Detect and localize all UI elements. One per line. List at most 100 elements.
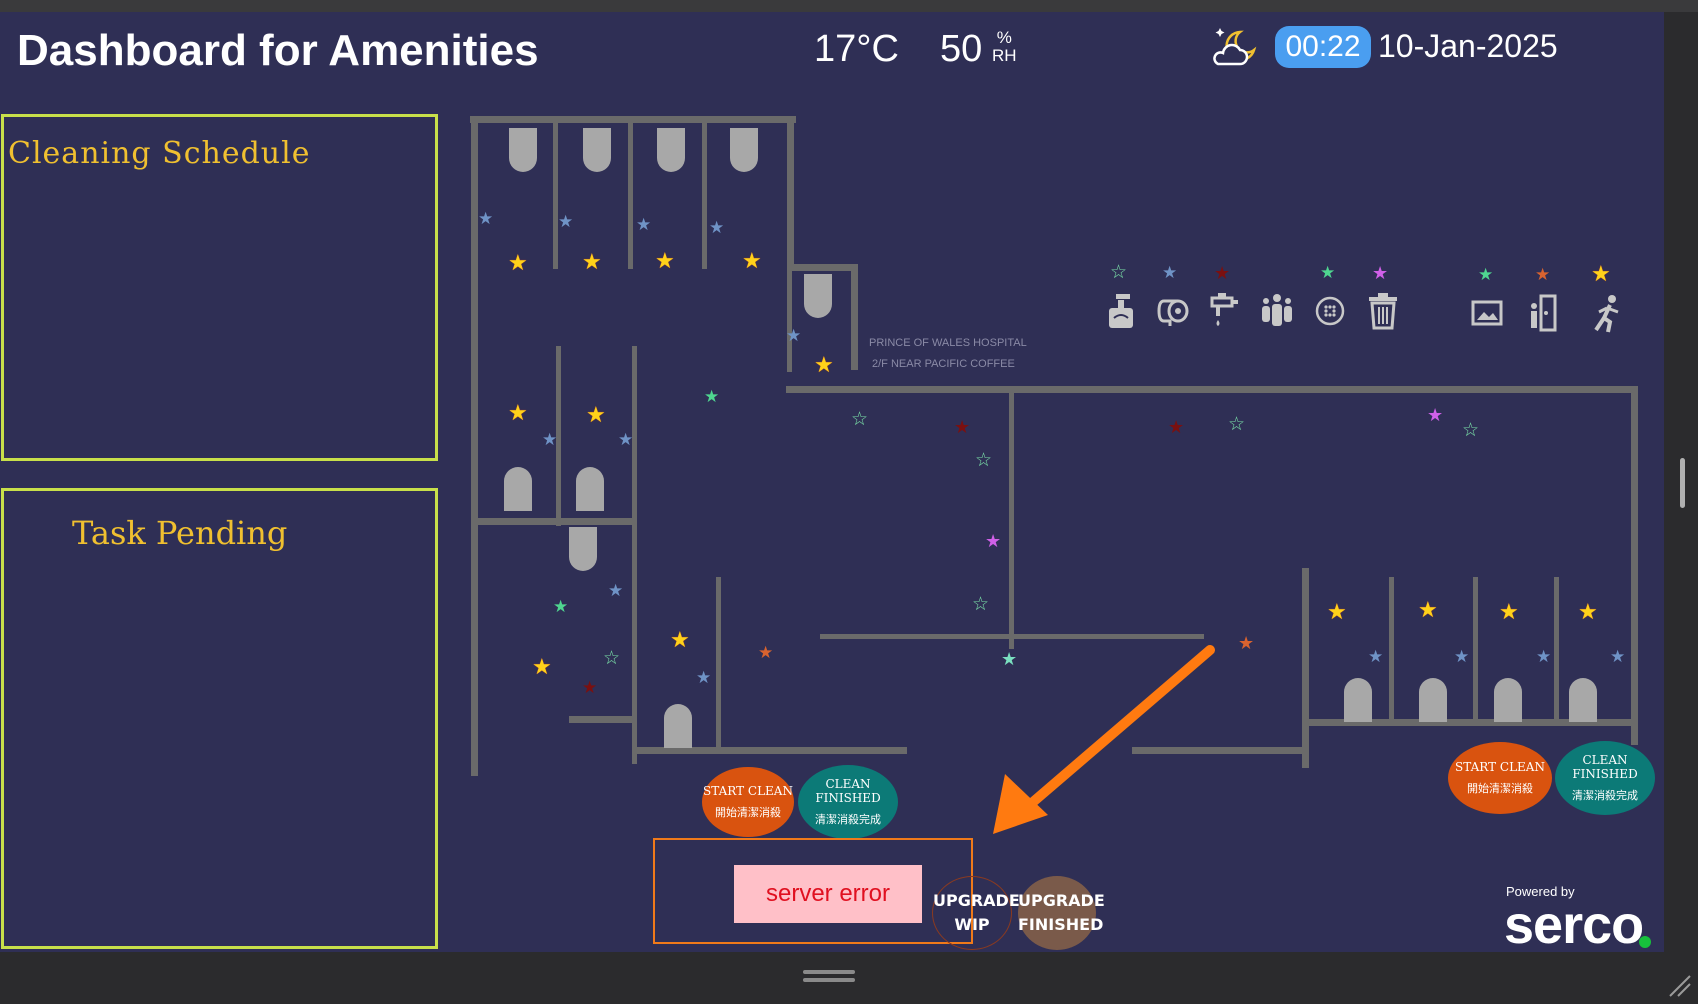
- wall: [471, 116, 478, 776]
- toilet-fixture: [576, 467, 604, 511]
- wall: [787, 264, 858, 271]
- star-marker: ★: [1327, 599, 1347, 624]
- star-marker: ★: [618, 430, 634, 449]
- star-marker: ★: [608, 581, 624, 600]
- humidity-unit-percent: %: [996, 28, 1012, 47]
- toilet-fixture: [1569, 678, 1597, 722]
- date-readout: 10-Jan-2025: [1378, 28, 1558, 64]
- wall: [787, 123, 794, 270]
- legend-star: ★: [1214, 263, 1231, 283]
- upgrade-finished-button[interactable]: UPGRADE FINISHED: [1018, 876, 1105, 950]
- wall: [787, 264, 792, 372]
- star-marker: ★: [1238, 633, 1255, 653]
- wall: [476, 518, 636, 525]
- running-person-icon: [1594, 295, 1619, 333]
- legend-star: ☆: [1110, 262, 1128, 283]
- wall: [556, 346, 561, 526]
- start-clean-label-zh: 開始清潔消殺: [1467, 782, 1533, 795]
- toilet-fixture: [569, 527, 597, 571]
- star-marker: ★: [553, 597, 569, 616]
- clock-badge: 00:22: [1275, 26, 1371, 68]
- legend-star: ★: [1162, 263, 1178, 282]
- upgrade-finished-label-1: UPGRADE: [1018, 891, 1105, 910]
- legend-star: ★: [1591, 261, 1611, 286]
- partly-cloudy-night-icon: [1213, 28, 1257, 66]
- star-marker: ★: [542, 430, 558, 449]
- wall: [1009, 393, 1014, 649]
- clean-finished-button-right[interactable]: CLEAN FINISHED 清潔消殺完成: [1555, 741, 1655, 815]
- start-clean-button-right[interactable]: START CLEAN 開始清潔消殺: [1448, 742, 1552, 814]
- star-marker: ★: [655, 248, 675, 273]
- people-icon: [1262, 294, 1292, 326]
- wall: [1132, 747, 1304, 754]
- clean-finished-button-left[interactable]: CLEAN FINISHED 清潔消殺完成: [798, 765, 898, 839]
- wall: [553, 123, 558, 269]
- cleaning-schedule-panel: [1, 114, 438, 461]
- star-marker: ★: [696, 668, 712, 687]
- star-marker: ★: [1454, 647, 1470, 666]
- toilet-paper-icon: [1157, 299, 1189, 326]
- upgrade-wip-button[interactable]: UPGRADE WIP: [932, 876, 1020, 950]
- star-marker: ★: [814, 352, 834, 377]
- clean-finished-label-zh: 清潔消殺完成: [1572, 789, 1638, 802]
- bottom-drag-handle-line: [803, 978, 855, 982]
- dashboard-screen: Dashboard for Amenities 17°C 50 % RH 00:…: [0, 12, 1664, 952]
- wall: [820, 634, 1204, 639]
- star-marker: ★: [558, 212, 574, 231]
- powered-by-label: Powered by: [1506, 884, 1575, 899]
- arrow-indicator: [993, 645, 1215, 834]
- wall: [632, 747, 907, 754]
- star-marker: ★: [508, 400, 528, 425]
- wall: [702, 123, 707, 269]
- upgrade-wip-label-1: UPGRADE: [933, 891, 1020, 910]
- star-marker: ★: [786, 326, 802, 345]
- resize-grip-icon[interactable]: [1666, 972, 1692, 998]
- legend-star: ★: [1320, 263, 1336, 282]
- toilet-fixture: [1344, 678, 1372, 722]
- picture-icon: [1471, 300, 1503, 326]
- start-clean-label: START CLEAN: [703, 784, 793, 798]
- start-clean-label: START CLEAN: [1455, 760, 1545, 774]
- star-marker: ★: [1168, 417, 1185, 437]
- changing-room-icon: [1531, 294, 1557, 332]
- star-marker: ★: [582, 249, 602, 274]
- faucet-icon: [1210, 293, 1238, 326]
- bottom-drag-handle[interactable]: [803, 970, 855, 974]
- star-marker: ☆: [1462, 420, 1480, 441]
- star-marker: ★: [670, 627, 690, 652]
- wall: [716, 577, 721, 753]
- star-marker: ★: [1368, 647, 1384, 666]
- toilet-fixture: [664, 704, 692, 748]
- side-drag-handle[interactable]: [1680, 458, 1685, 508]
- start-clean-label-zh: 開始清潔消殺: [715, 806, 781, 819]
- location-line-1: PRINCE OF WALES HOSPITAL: [869, 337, 1027, 349]
- star-marker: ★: [478, 209, 494, 228]
- legend-star: ★: [1478, 265, 1494, 284]
- soap-dispenser-icon: [1109, 294, 1133, 328]
- star-marker: ★: [1499, 599, 1519, 624]
- toilet-fixture: [1419, 678, 1447, 722]
- wall: [1473, 577, 1478, 719]
- toilet-fixture: [657, 128, 685, 172]
- cleaning-schedule-title: Cleaning Schedule: [8, 136, 311, 171]
- star-marker: ★: [1536, 647, 1552, 666]
- star-marker: ★: [709, 218, 725, 237]
- wall: [569, 716, 635, 723]
- legend-star: ★: [1535, 265, 1551, 284]
- star-marker: ☆: [972, 594, 990, 615]
- wall: [1302, 719, 1638, 726]
- trash-bin-icon: [1369, 293, 1397, 330]
- star-marker: ☆: [603, 648, 621, 669]
- upgrade-wip-label-2: WIP: [954, 915, 990, 934]
- humidity-unit: % RH: [992, 29, 1017, 65]
- humidity-unit-rh: RH: [992, 46, 1017, 65]
- star-marker: ★: [742, 248, 762, 273]
- star-marker: ★: [758, 643, 774, 662]
- star-marker: ★: [532, 654, 552, 679]
- start-clean-button-left[interactable]: START CLEAN 開始清潔消殺: [702, 767, 794, 837]
- drain-icon: [1315, 296, 1345, 326]
- toilet-fixture: [504, 467, 532, 511]
- humidity-readout: 50: [940, 28, 983, 70]
- clean-finished-label-zh: 清潔消殺完成: [815, 813, 881, 826]
- toilet-fixture: [1494, 678, 1522, 722]
